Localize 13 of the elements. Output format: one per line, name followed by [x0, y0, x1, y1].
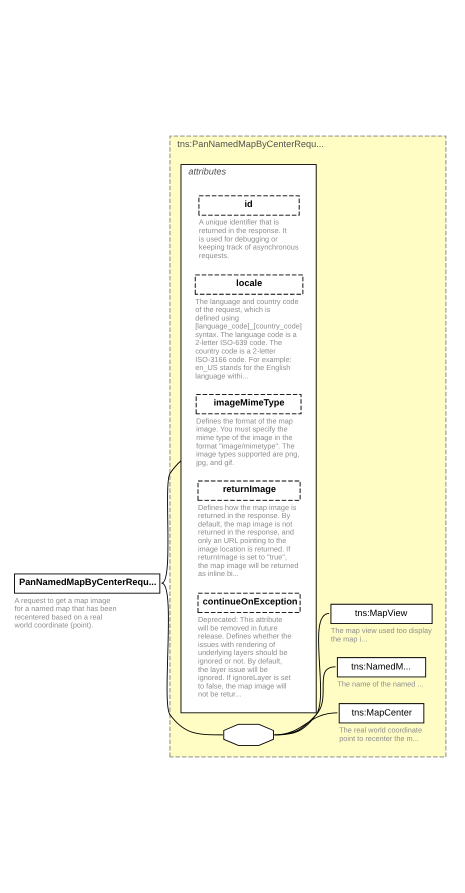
- node-label: A request to get a map image for a named map that has been recentered based on a real world coordinate (point).: [14, 596, 117, 630]
- node-label: The real world coordinate point to recenter the m...: [339, 725, 422, 743]
- node-label: The name of the named ...: [337, 680, 424, 688]
- node-label: The language and country code of the request, which is defined using [language_code]_[country_code] syntax. The language code is a 2-letter ISO-639 code. The country code is a 2-letter ISO-3166 code. For example: en_US stands for the English language withi...: [195, 296, 302, 380]
- node-label: The map view used too display the map i...: [330, 626, 432, 644]
- connector: [161, 582, 224, 736]
- node-label: Defines how the map image is returned in the response. By default, the map image is not returned in the response, and only an URL pointing to the image location is returned. If returnImage is set to "true", the map image will be returned as inline bi...: [198, 502, 298, 578]
- node-label: A unique identifier that is returned in the response. It is used for debugging or keeping track of asynchronous requests.: [198, 218, 299, 260]
- connector: [274, 613, 330, 736]
- node-octagon: [223, 724, 274, 746]
- node-label: Deprecated: This attribute will be removed in future release. Defines whether the issues with rendering of underlying layers should be ignored or not. By default, the layer issue will be ignored. If ignoreLayer is set to false, the map image will not be retur...: [198, 615, 292, 699]
- node-label: Defines the format of the map image. You must specify the mime type of the image in the format "image/mimetype". The image types supported are png, jpg, and gif.: [196, 416, 300, 467]
- connector: [161, 460, 182, 584]
